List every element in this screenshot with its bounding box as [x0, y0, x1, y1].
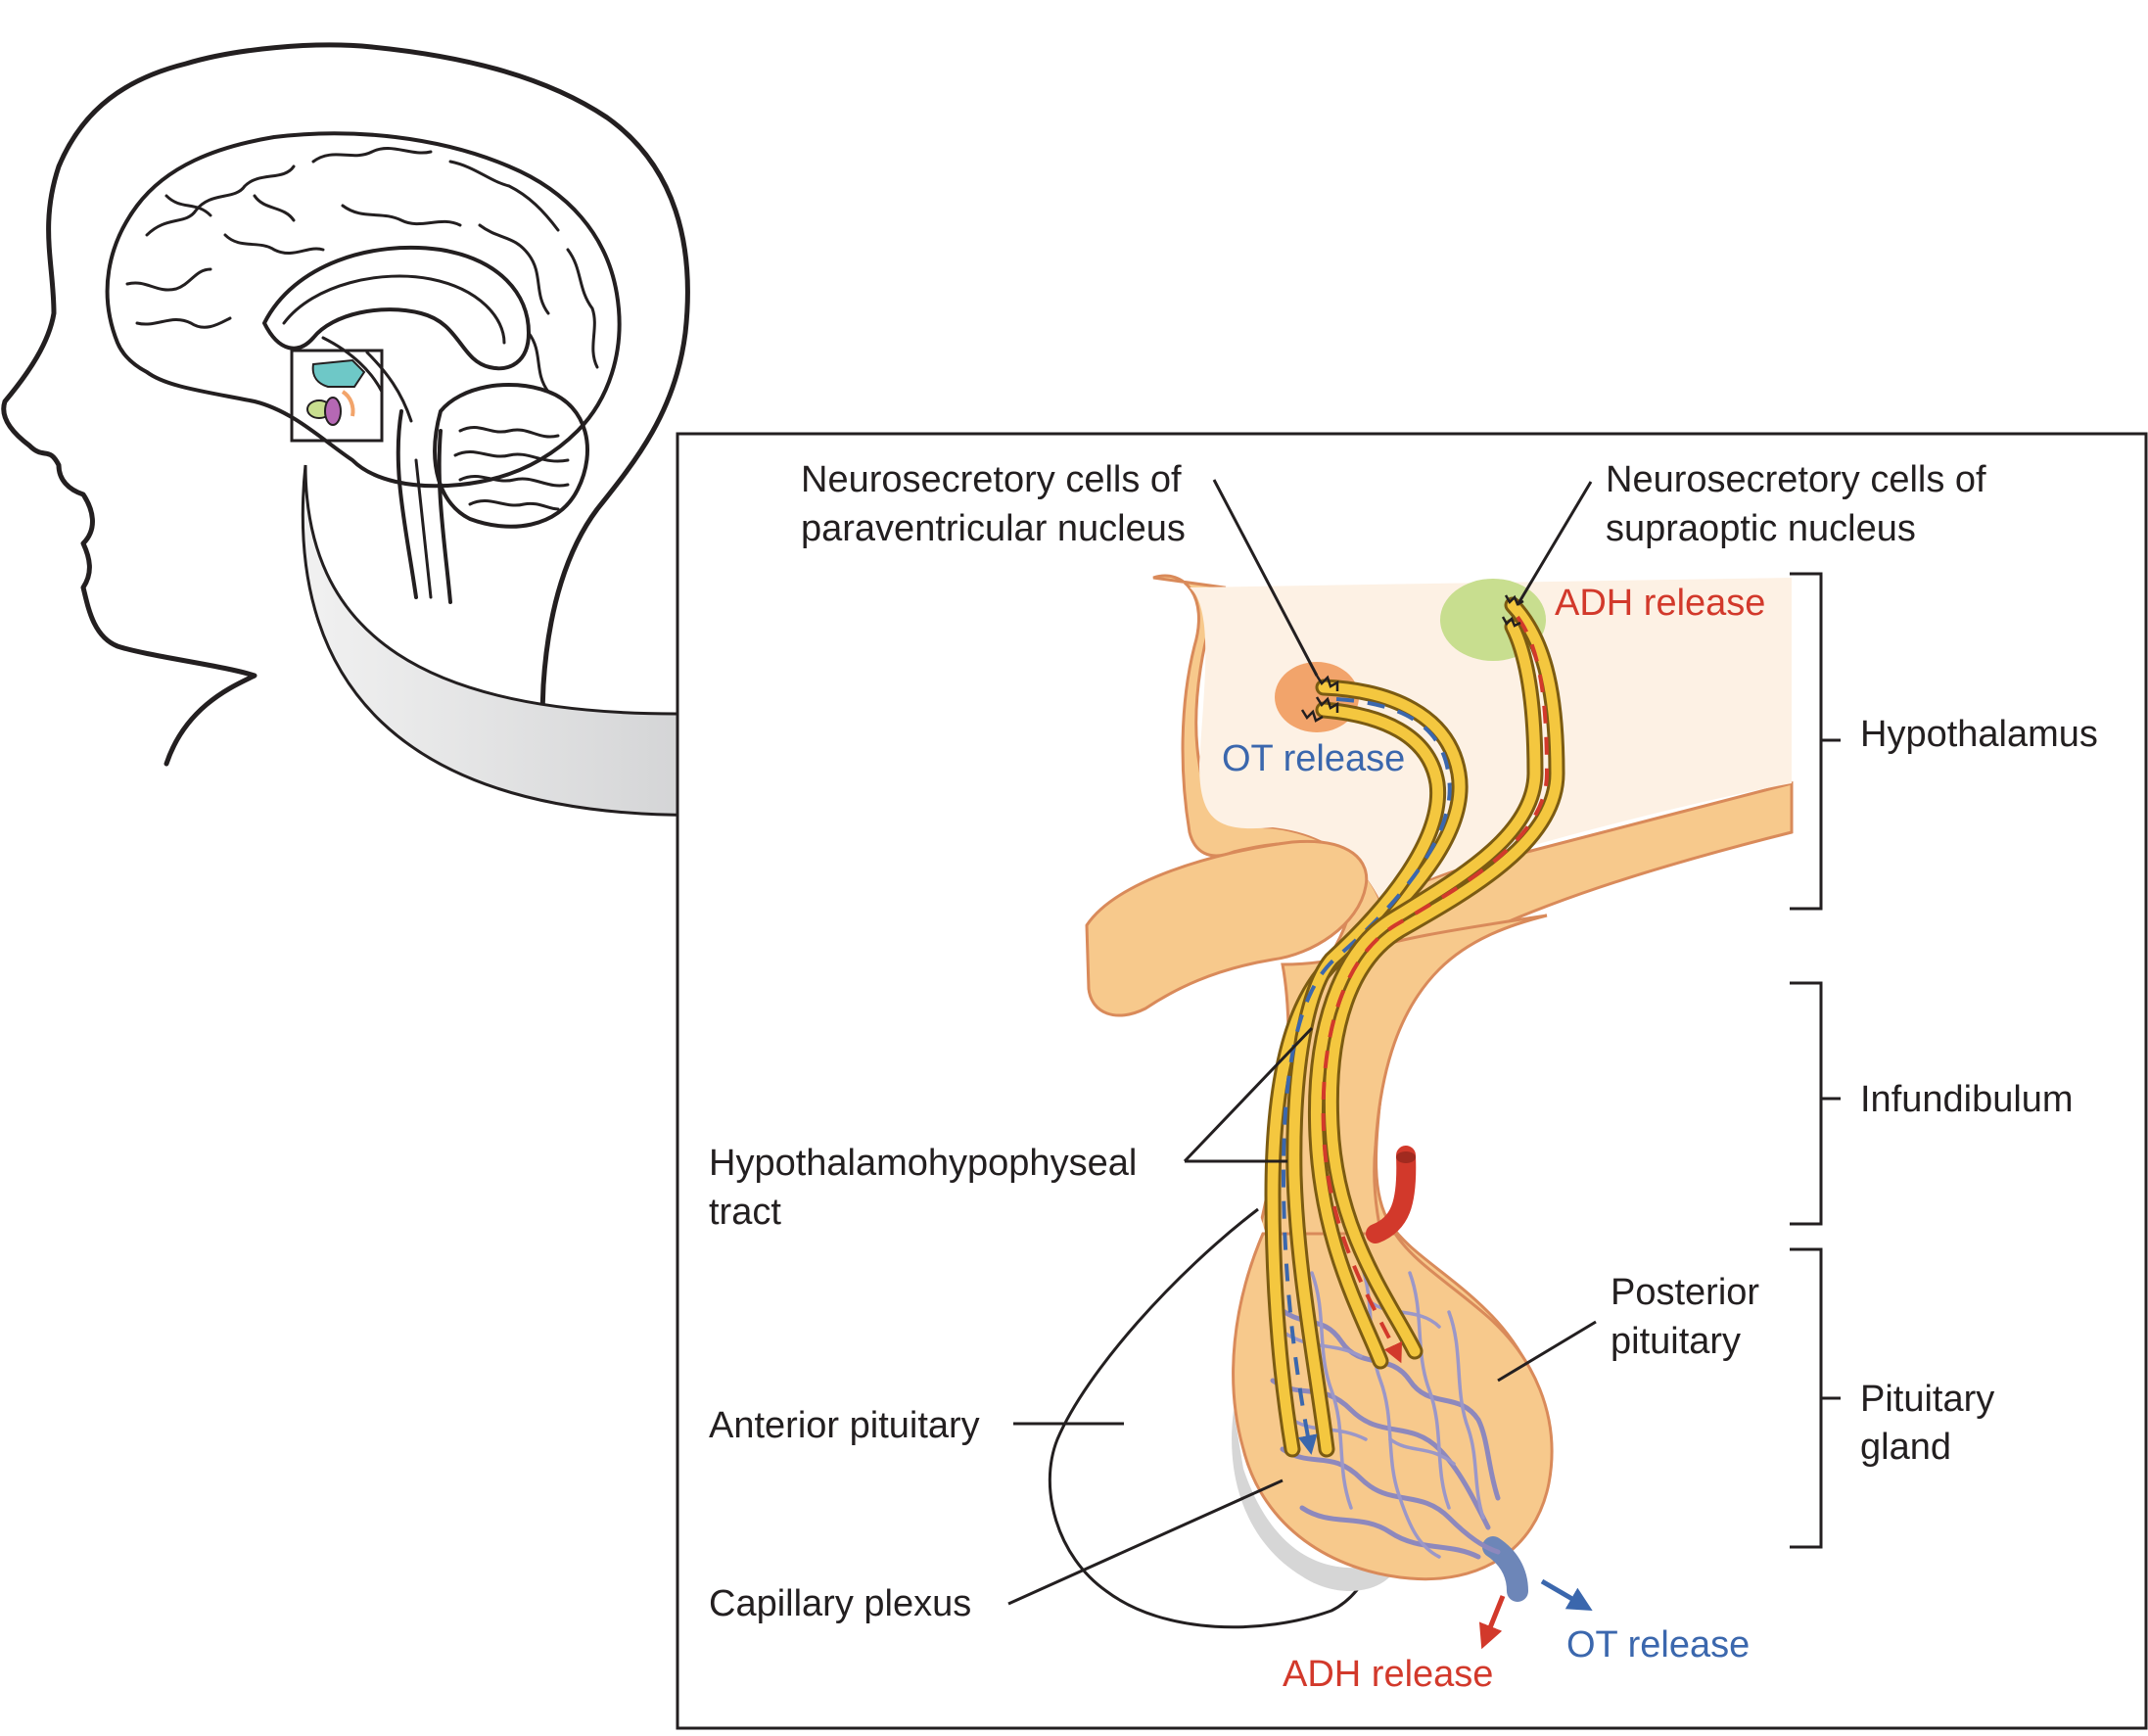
hypothalamus-label: Hypothalamus [1860, 714, 2098, 755]
pituitary-gland-label-line2: gland [1860, 1427, 1951, 1468]
infundibulum-label: Infundibulum [1860, 1079, 2074, 1120]
artery [1366, 1146, 1417, 1243]
tract-label-line2: tract [709, 1192, 781, 1233]
leader-lines [1007, 479, 1597, 1606]
zoom-region-box [290, 349, 384, 443]
brain-outline [105, 131, 622, 604]
tract-label-line1: Hypothalamohypophyseal [709, 1143, 1137, 1184]
supraoptic-label-line1: Neurosecretory cells of [1606, 459, 1986, 500]
anterior-pituitary-shadow [1232, 1410, 1390, 1591]
supraoptic-label-line2: supraoptic nucleus [1606, 508, 1916, 549]
hypothalamus-region [1190, 578, 1792, 901]
pituitary-gland-label-line1: Pituitary [1860, 1379, 1994, 1420]
supraoptic-axons [1307, 596, 1565, 1370]
adh-release-bottom-label: ADH release [1283, 1654, 1493, 1695]
region-brackets [1790, 572, 1841, 1549]
capillary-plexus-label: Capillary plexus [709, 1583, 971, 1624]
median-eminence [1085, 839, 1369, 1017]
ot-release-bottom-label: OT release [1566, 1624, 1750, 1666]
anterior-pituitary-label: Anterior pituitary [709, 1405, 980, 1446]
posterior-pituitary-label-line1: Posterior [1611, 1272, 1759, 1313]
head-profile [1, 42, 690, 767]
paraventricular-axons [1264, 679, 1469, 1458]
paraventricular-label-line1: Neurosecretory cells of [801, 459, 1182, 500]
posterior-pituitary-label-line2: pituitary [1611, 1321, 1741, 1362]
paraventricular-label-line2: paraventricular nucleus [801, 508, 1186, 549]
bottom-release-arrows [1478, 1578, 1593, 1650]
adh-release-top-label: ADH release [1555, 583, 1765, 624]
ot-release-top-label: OT release [1222, 738, 1405, 779]
